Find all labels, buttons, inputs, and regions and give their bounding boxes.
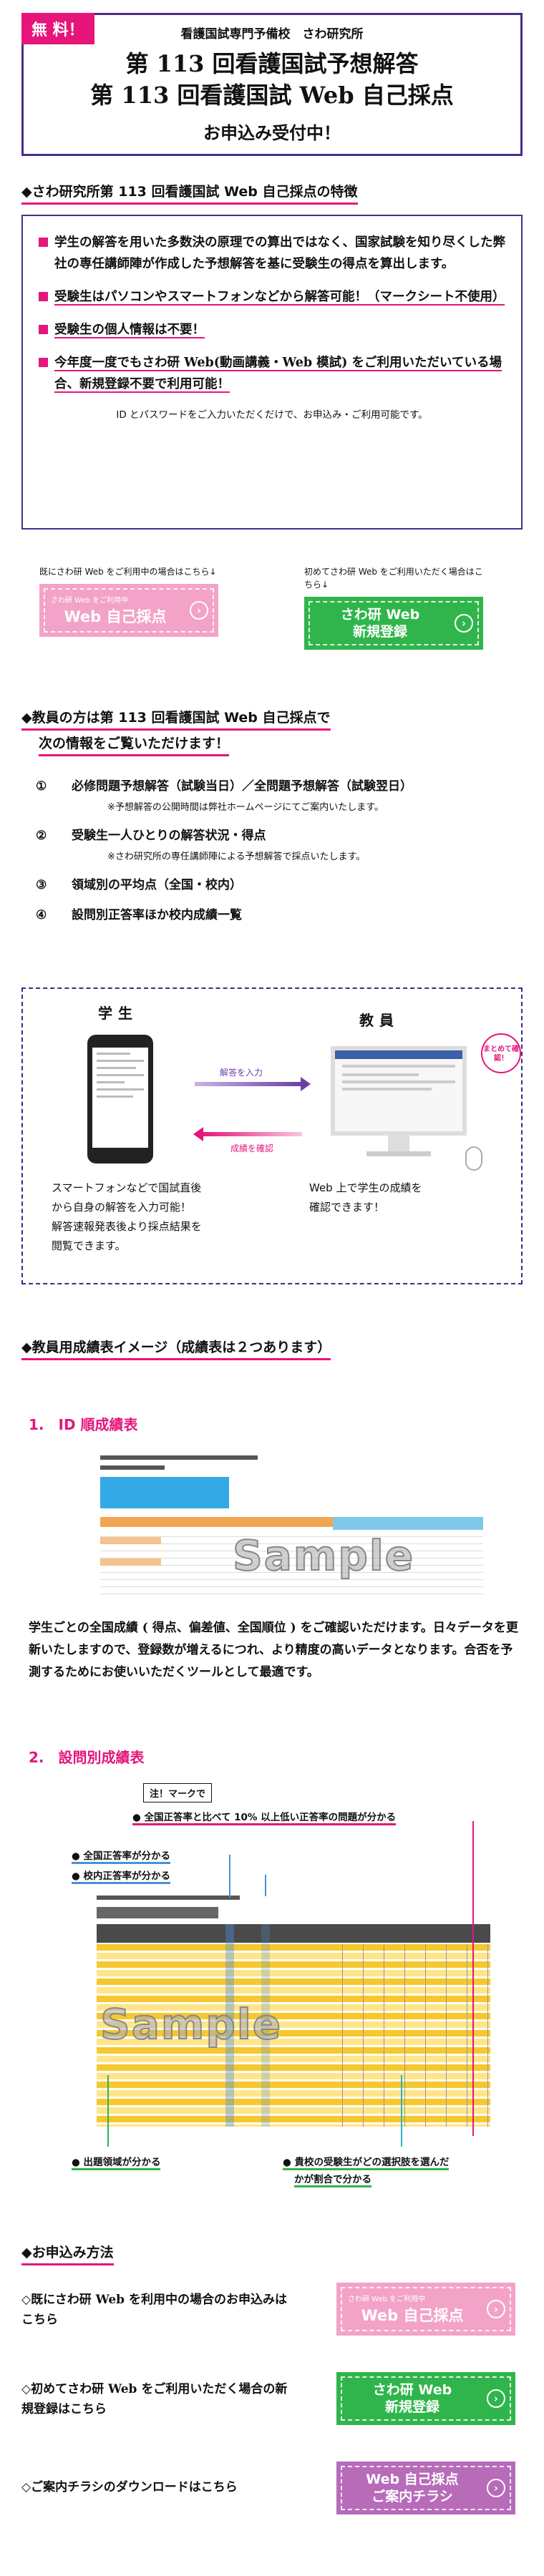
chevron-right-icon: › <box>487 2389 505 2408</box>
new-registration-button[interactable]: さわ研 Web 新規登録 › <box>304 597 483 650</box>
features-box: 学生の解答を用いた多数決の原理での算出ではなく、国家試験を知り尽くした弊社の専任… <box>21 215 523 530</box>
free-badge: 無 料！ <box>21 13 94 44</box>
info-note: ※予想解答の公開時間は弊社ホームページにてご案内いたします。 <box>107 802 384 813</box>
mouse-icon <box>465 1146 482 1171</box>
apply-web-self-scoring-button[interactable]: さわ研 Web をご利用中 Web 自己採点 › <box>336 2283 515 2336</box>
feature-item: 受験生の個人情報は不要！ <box>39 319 505 341</box>
student-label: 学生 <box>98 1005 138 1022</box>
apply-row-flyer: ◇ご案内チラシのダウンロードはこちら Web 自己採点 ご案内チラシ › <box>21 2462 523 2519</box>
web-self-scoring-button[interactable]: さわ研 Web をご利用中 Web 自己採点 › <box>39 584 218 637</box>
arrow-right-icon <box>195 1077 311 1091</box>
id-order-description: 学生ごとの全国成績 ( 得点、偏差値、全国順位 ) をご確認いただけます。日々デ… <box>29 1621 518 1679</box>
student-description: スマートフォンなどで国試直後 から自身の解答を入力可能！ 解答速報発表後より採点… <box>52 1181 202 1252</box>
id-order-table-image: Sample <box>97 1453 487 1599</box>
info-item: ② 受験生一人ひとりの解答状況・得点 <box>36 829 266 843</box>
features-note: ID とパスワードをご入力いただくだけで、お申込み・ご利用可能です。 <box>116 409 428 421</box>
callout-national-rate: ● 全国正答率が分かる <box>72 1848 170 1864</box>
callout-mark-note: 注！マークで <box>143 1783 213 1802</box>
apply-heading: ◆お申込み方法 <box>21 2240 523 2265</box>
cta-new-caption: 初めてさわ研 Web をご利用いただく場合はこちら↓ <box>304 567 483 590</box>
to-teacher-label: 解答を入力 <box>220 1068 263 1078</box>
chevron-right-icon: › <box>487 2300 505 2318</box>
to-student-label: 成績を確認 <box>230 1143 274 1153</box>
info-note: ※さわ研究所の専任講師陣による予想解答で採点いたします。 <box>107 852 366 862</box>
teacher-description: Web 上で学生の成績を 確認できます！ <box>309 1181 422 1214</box>
header-banner: 無 料！ 看護国試専門予備校 さわ研究所 第 113 回看護国試予想解答 第 1… <box>21 13 523 156</box>
flow-diagram: 学生 教員 解答を入力 成績を確認 まとめて確認！ スマートフォンなどで国試直後… <box>21 987 523 1284</box>
question-table-image: Sample <box>93 1893 494 2129</box>
info-item: ④ 設問別正答率ほか校内成績一覧 <box>36 908 242 922</box>
feature-item: 学生の解答を用いた多数決の原理での算出ではなく、国家試験を知り尽くした弊社の専任… <box>39 232 505 275</box>
feature-item: 受験生はパソコンやスマートフォンなどから解答可能！（マークシート不使用） <box>39 286 505 308</box>
cta-existing-user: 既にさわ研 Web をご利用中の場合はこちら↓ さわ研 Web をご利用中 We… <box>39 565 225 637</box>
feature-item: 今年度一度でもさわ研 Web(動画講義・Web 模試) をご利用いただいている場… <box>39 352 505 395</box>
info-item: ③ 領域別の平均点（全国・校内） <box>36 878 242 892</box>
smartphone-illustration <box>87 1035 153 1163</box>
cta-new-user: 初めてさわ研 Web をご利用いただく場合はこちら↓ さわ研 Web 新規登録 … <box>304 565 490 650</box>
callout-low-rate: ● 全国正答率と比べて 10% 以上低い正答率の問題が分かる <box>132 1809 397 1825</box>
teacher-info-list: ① 必修問題予想解答（試験当日）／全問題予想解答（試験翌日） ※予想解答の公開時… <box>36 776 523 930</box>
arrow-left-icon <box>193 1127 302 1141</box>
question-table-heading: 2. 設問別成績表 <box>29 1749 145 1766</box>
header-title-1: 第 113 回看護国試予想解答 <box>125 50 419 77</box>
cta-existing-caption: 既にさわ研 Web をご利用中の場合はこちら↓ <box>39 567 217 577</box>
chevron-right-icon: › <box>487 2479 505 2497</box>
chevron-right-icon: › <box>190 601 208 620</box>
header-cta-text: お申込み受付中！ <box>203 122 341 143</box>
callout-choice-ratio: ● 貴校の受験生がどの選択肢を選んだ かが割合で分かる <box>283 2154 450 2187</box>
header-subtitle: 看護国試専門予備校 さわ研究所 <box>180 27 364 42</box>
teacher-label: 教員 <box>359 1012 399 1029</box>
callout-school-rate: ● 校内正答率が分かる <box>72 1868 170 1884</box>
monitor-illustration <box>331 1046 467 1136</box>
sample-watermark: Sample <box>99 1999 283 2049</box>
id-order-heading: 1. ID 順成績表 <box>29 1416 138 1433</box>
callout-domain: ● 出題領域が分かる <box>72 2154 161 2170</box>
results-heading: ◆教員用成績表イメージ（成績表は２つあります） <box>21 1335 523 1360</box>
apply-row-new: ◇初めてさわ研 Web をご利用いただく場合の新規登録はこちら さわ研 Web … <box>21 2372 523 2429</box>
features-heading: ◆さわ研究所第 113 回看護国試 Web 自己採点の特徴 <box>21 179 523 205</box>
download-flyer-button[interactable]: Web 自己採点 ご案内チラシ › <box>336 2462 515 2514</box>
sample-watermark: Sample <box>232 1531 415 1581</box>
chevron-right-icon: › <box>455 614 473 633</box>
apply-new-registration-button[interactable]: さわ研 Web 新規登録 › <box>336 2372 515 2425</box>
teacher-info-heading: ◆教員の方は第 113 回看護国試 Web 自己採点で 次の情報をご覧いただけま… <box>21 705 523 756</box>
header-title-2: 第 113 回看護国試 Web 自己採点 <box>90 82 454 109</box>
apply-row-existing: ◇既にさわ研 Web を利用中の場合のお申込みはこちら さわ研 Web をご利用… <box>21 2283 523 2340</box>
stamp-badge: まとめて確認！ <box>481 1033 521 1073</box>
info-item: ① 必修問題予想解答（試験当日）／全問題予想解答（試験翌日） <box>36 779 412 794</box>
